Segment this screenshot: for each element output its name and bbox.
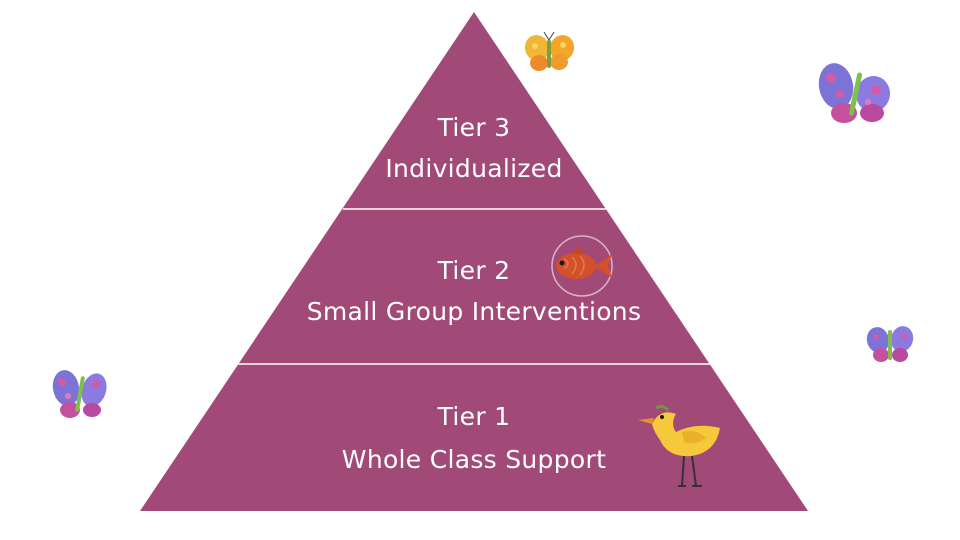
butterfly-purple-icon	[816, 58, 894, 128]
tier-1-title: Tier 1	[274, 404, 674, 429]
duck-icon	[626, 402, 726, 492]
butterfly-purple-icon	[864, 322, 916, 366]
tier-1-subtitle: Whole Class Support	[274, 447, 674, 472]
tier-2-label: Tier 2 Small Group Interventions	[234, 258, 714, 324]
butterfly-orange-icon	[522, 30, 576, 74]
tier-3-label: Tier 3 Individualized	[324, 115, 624, 181]
tier-3-subtitle: Individualized	[324, 156, 624, 181]
tier-1-label: Tier 1 Whole Class Support	[274, 404, 674, 472]
tier-2-title: Tier 2	[234, 258, 714, 283]
goldfish-icon	[542, 234, 622, 298]
tier-3-title: Tier 3	[324, 115, 624, 140]
butterfly-purple-icon	[50, 366, 110, 422]
tier-2-subtitle: Small Group Interventions	[234, 299, 714, 324]
